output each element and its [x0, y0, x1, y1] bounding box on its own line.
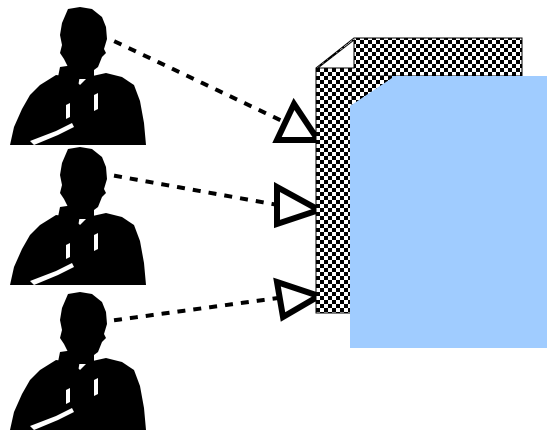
person-3-silhouette: [10, 292, 146, 430]
document-stack: [315, 37, 547, 348]
person-1-silhouette: [10, 7, 146, 145]
connector-2: [113, 173, 281, 208]
arrowhead-3: [273, 277, 327, 322]
front-page-fold: [350, 78, 392, 106]
connector-3: [113, 295, 281, 323]
connector-1: [113, 39, 283, 123]
front-page: [350, 76, 547, 348]
folded-corner: [316, 38, 355, 69]
arrowhead-2: [274, 181, 327, 229]
person-2-silhouette: [10, 147, 146, 285]
arrowhead-1: [272, 97, 324, 143]
